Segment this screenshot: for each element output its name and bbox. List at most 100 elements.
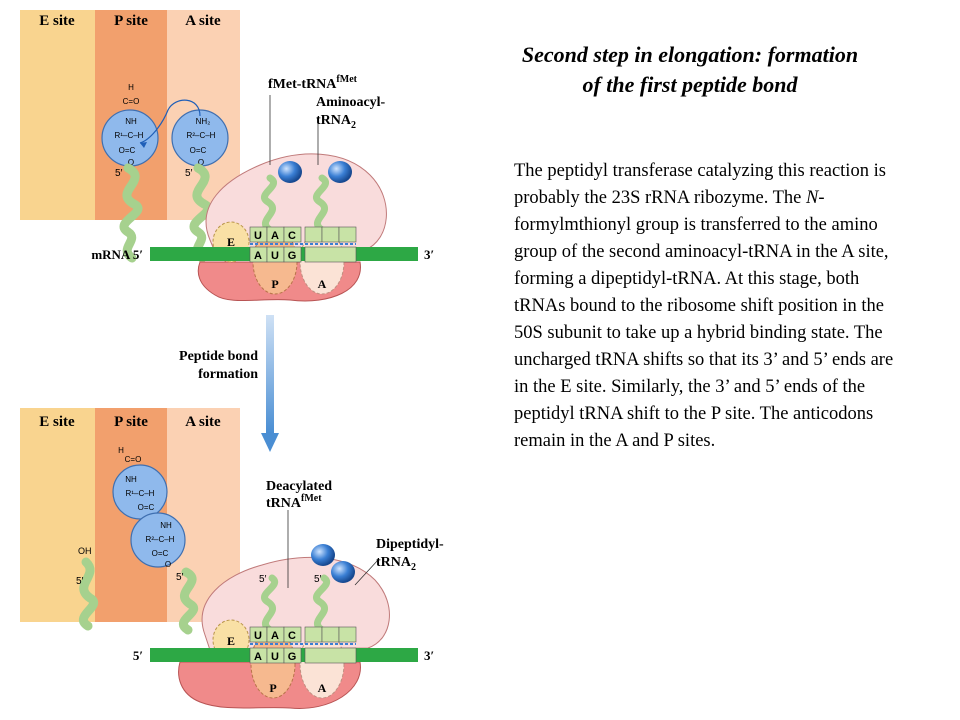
bottom-ribosome-p-label: P [269,681,276,695]
top-a-five-prime: 5′ [185,168,193,179]
top-aminoacid-ball [328,161,352,183]
top-e-site-label: E site [39,13,75,29]
bottom-a-anticodon-box-1 [304,626,323,643]
arrow-head [261,433,279,452]
top-mrna-label: mRNA 5′ [91,247,143,262]
description-part-1: The peptidyl transferase catalyzing this… [514,161,886,208]
bottom-anticodon-3: C [288,630,296,642]
top-chem-a-0: NH₂ [196,117,211,126]
bottom-dipeptide-ball-1 [311,544,335,566]
bottom-ribosome-p-trna [261,574,278,634]
bottom-panel: E site P site A site H C=O NH R¹–C–H O=C… [20,408,444,709]
top-three-prime: 3′ [424,247,434,262]
top-a-codon-box [304,246,357,263]
bottom-chem-7: O=C [152,549,169,558]
top-attack-arrowhead [140,142,147,148]
description-italic: N [806,188,819,208]
aminoacyl-label-2: tRNA2 [316,113,356,131]
top-a-anticodon-box-2 [321,226,340,243]
arrow-shaft [266,315,274,433]
top-anticodon-1: U [254,230,262,242]
bottom-a-ribo-five-prime: 5′ [314,574,322,585]
dipeptidyl-label-1: Dipeptidyl- [376,537,444,552]
bottom-p-site-label: P site [114,414,148,430]
bottom-chem-1: C=O [125,455,142,464]
bottom-ribosome-a-label: A [318,681,327,695]
dipeptidyl-label-2: tRNA2 [376,555,416,573]
top-chem-a-3: O [198,158,204,167]
top-chem-p-0: H [128,83,134,92]
top-p-trna-stem [119,163,143,263]
bottom-a-codon-box [304,647,357,664]
top-chem-a-1: R²–C–H [187,131,216,140]
title-line-2: of the first peptide bond [582,72,798,97]
top-a-anticodon-box-3 [338,226,357,243]
bottom-codon-1: A [254,651,262,663]
bottom-codon-3: G [288,651,297,663]
bottom-e-five-prime: 5′ [76,576,84,587]
top-codon-box-3 [283,246,302,263]
bottom-mrna-five-prime: 5′ [133,648,143,663]
top-fmet-ball [278,161,302,183]
slide-title: Second step in elongation: formation of … [470,40,910,100]
aminoacyl-label-1: Aminoacyl- [316,95,386,110]
top-ribosome-a-label: A [318,277,327,291]
bottom-ribosome-p-site [250,629,296,699]
top-anticodon-2: A [271,230,279,242]
arrow-label-1: Peptide bond [179,349,258,364]
top-codon-3: G [288,250,297,262]
bottom-ribosome-a-site [299,629,345,699]
bottom-dipeptide-ball-2 [331,561,355,583]
top-chem-a-2: O=C [190,146,207,155]
bottom-chem-5: NH [160,521,172,530]
top-codon-2: U [271,250,279,262]
bottom-oh-label: OH [78,546,92,556]
bottom-e-trna-stem [79,557,98,631]
top-ribosome-p-trna [261,174,277,234]
bottom-three-prime: 3′ [424,648,434,663]
title-line-1: Second step in elongation: formation [521,42,859,67]
top-ribosome-e-label: E [227,235,235,249]
fmet-trna-label: fMet-tRNAfMet [268,74,358,92]
top-a-site-label: A site [185,13,221,29]
bottom-a-anticodon-box-2 [321,626,340,643]
top-a-trna-stem [189,163,213,263]
bottom-a-trna-stem [179,567,199,635]
bottom-chem-3: R¹–C–H [126,489,155,498]
description-paragraph: The peptidyl transferase catalyzing this… [514,158,904,455]
top-ribosome-a-trna [313,174,329,234]
bottom-ribosome-a-trna [313,574,330,634]
bottom-aminoacid-circle-2 [130,512,186,568]
arrow-label-2: formation [198,367,258,382]
bottom-anticodon-1: U [254,630,262,642]
bottom-e-site-label: E site [39,414,75,430]
bottom-chem-6: R²–C–H [146,535,175,544]
top-attack-arrow [139,99,201,144]
top-panel: E site P site A site H C=O NH R¹–C–H O=C… [20,10,434,302]
bottom-anticodon-2: A [271,630,279,642]
top-ribosome-p-label: P [271,277,278,291]
deacylated-label-2: tRNAfMet [266,493,322,511]
bottom-codon-2: U [271,651,279,663]
bottom-codon-box-3 [283,647,302,664]
top-chem-p-3: R¹–C–H [115,131,144,140]
description-part-2: -formylmthionyl group is transferred to … [514,188,894,451]
bottom-dipeptidyl-pointer [354,559,379,586]
bottom-chem-0: H [118,446,124,455]
transition-arrow: Peptide bond formation [179,315,279,452]
top-chem-p-5: O [128,158,134,167]
top-p-site-label: P site [114,13,148,29]
top-e-site-band [20,10,95,220]
bottom-chem-2: NH [125,475,137,484]
top-chem-p-2: NH [125,117,137,126]
bottom-a-site-label: A site [185,414,221,430]
top-p-five-prime: 5′ [115,168,123,179]
top-chem-p-4: O=C [119,146,136,155]
bottom-a-five-prime: 5′ [176,572,184,583]
bottom-anticodon-box-3 [283,626,302,643]
top-anticodon-box-3 [283,226,302,243]
bottom-chem-8: O [165,560,171,569]
top-a-anticodon-box-1 [304,226,323,243]
top-codon-1: A [254,250,262,262]
